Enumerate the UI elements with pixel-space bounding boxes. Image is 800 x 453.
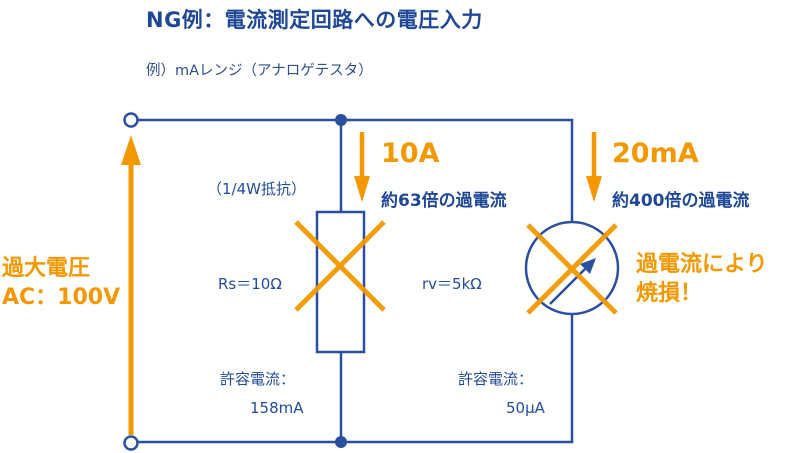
wires	[135, 118, 574, 444]
meter-broken-x-icon	[526, 223, 618, 315]
meter-circle	[524, 220, 620, 316]
source-label-line1: 過大電圧	[2, 256, 91, 281]
meter-allowable-value: 50µA	[506, 399, 545, 417]
meter-warning-line2: 焼損！	[636, 281, 703, 306]
resistor-allowable-label: 許容電流：	[220, 370, 296, 388]
source-label: 過大電圧 AC：100V	[2, 254, 120, 312]
meter-allowable-label: 許容電流：	[458, 370, 534, 388]
resistor-current: 10A	[381, 138, 440, 169]
voltage-arrow-icon	[121, 135, 141, 435]
meter-overcurrent: 約400倍の過電流	[612, 191, 750, 211]
meter-needle-head	[580, 258, 596, 274]
meter-warning-line1: 過電流により	[636, 252, 768, 277]
meter-current-arrow-icon	[586, 132, 602, 202]
resistor-broken-x-icon	[294, 220, 386, 312]
page-title: NG例：電流測定回路への電圧入力	[146, 8, 483, 32]
subtitle: 例）mAレンジ（アナロゲテスタ）	[146, 63, 373, 79]
meter-warning: 過電流により 焼損！	[636, 250, 768, 308]
junction-top-icon	[335, 114, 347, 126]
bottom-wire	[135, 314, 574, 444]
terminal-top-icon	[123, 112, 139, 128]
junction-bottom-icon	[335, 436, 347, 448]
resistor-body	[315, 210, 366, 354]
top-wire	[135, 118, 574, 222]
resistor-current-arrow-icon	[354, 132, 370, 202]
resistor-overcurrent: 約63倍の過電流	[381, 191, 507, 211]
resistor-note: （1/4W抵抗）	[207, 180, 306, 198]
resistor-allowable-value: 158mA	[250, 399, 304, 417]
meter-current: 20mA	[612, 138, 699, 169]
meter-value: rv＝5kΩ	[422, 275, 482, 293]
source-label-line2: AC：100V	[2, 285, 121, 310]
terminal-bottom-icon	[123, 435, 139, 451]
ammeter-icon	[524, 220, 620, 316]
resistor-value: Rs＝10Ω	[218, 275, 282, 293]
